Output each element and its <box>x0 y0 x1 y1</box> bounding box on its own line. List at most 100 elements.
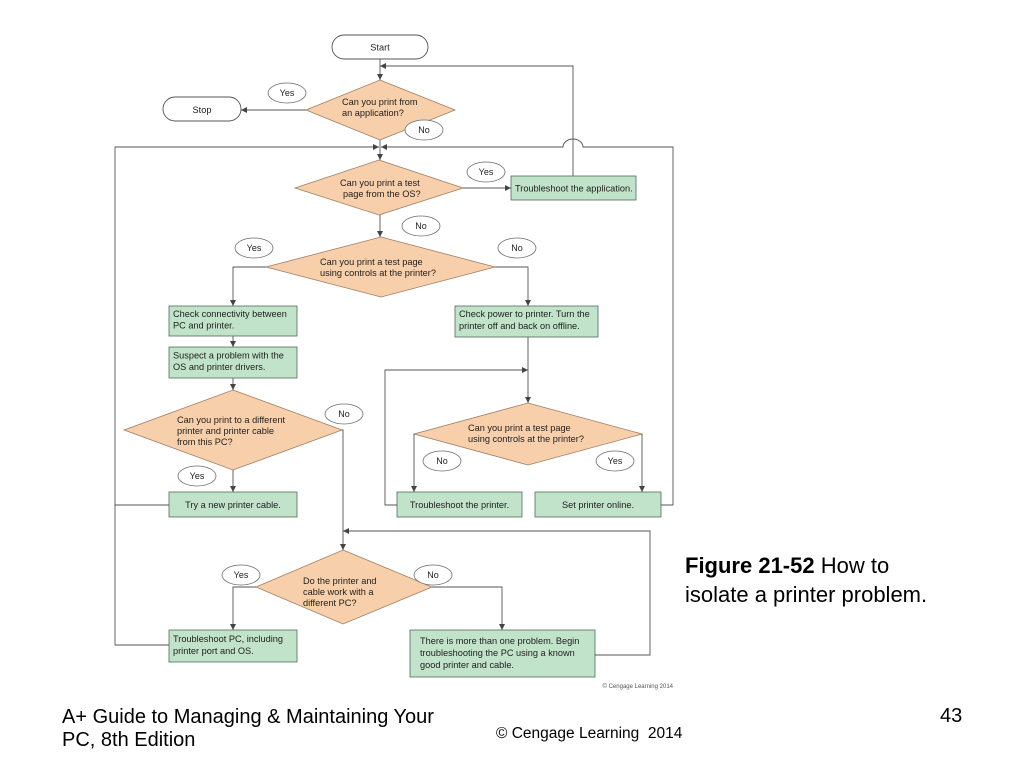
label-oval <box>595 450 635 472</box>
connectors <box>114 59 674 656</box>
action-try-new-cable: Try a new printer cable. <box>168 491 298 518</box>
decision-text-line: Can you print a test page <box>320 257 423 267</box>
branch-label-yes: Yes <box>466 161 506 183</box>
branch-label-no: No <box>497 237 537 259</box>
label-text: No <box>427 570 439 580</box>
action-box <box>168 491 298 518</box>
footer-copyright: © Cengage Learning 2014 <box>496 725 683 742</box>
branch-label-yes: Yes <box>234 237 274 259</box>
action-text-line: PC and printer. <box>173 321 234 331</box>
decision-shape <box>293 159 465 216</box>
label-text: Yes <box>190 471 205 481</box>
connector-right-return-loop <box>381 138 674 506</box>
label-oval <box>404 119 444 141</box>
footer-book-title: A+ Guide to Managing & Maintaining Your … <box>62 706 434 751</box>
action-text-line: There is more than one problem. Begin <box>420 636 579 646</box>
decision-test-page-printer-controls: Can you print a test page using controls… <box>264 236 497 298</box>
slide-page-number: 43 <box>940 705 963 727</box>
action-box <box>510 175 637 201</box>
action-text-line: troubleshooting the PC using a known <box>420 648 575 658</box>
action-text-line: Troubleshoot the application. <box>515 184 633 194</box>
stop-terminal: Stop <box>162 96 242 122</box>
branch-label-yes: Yes <box>177 465 217 487</box>
connector-q6-no-to-more-problems <box>432 586 505 630</box>
label-oval <box>413 564 453 586</box>
decision-text-line: Can you print a test <box>340 178 420 188</box>
action-text-line: Troubleshoot the printer. <box>410 500 509 510</box>
action-troubleshoot-printer: Troubleshoot the printer. <box>396 491 523 518</box>
branch-labels: Yes No Yes No Yes No No Yes <box>177 82 635 586</box>
label-oval <box>466 161 506 183</box>
label-oval <box>267 82 307 104</box>
start-label: Start <box>370 43 390 53</box>
decision-text-line: page from the OS? <box>343 189 421 199</box>
decision-different-printer-and-cable: Can you print to a different printer and… <box>122 389 344 471</box>
action-box <box>454 305 599 338</box>
action-text-line: Set printer online. <box>562 500 634 510</box>
label-text: Yes <box>479 167 494 177</box>
decision-text-line: from this PC? <box>177 437 233 447</box>
decision-text-line: printer and printer cable <box>177 426 274 436</box>
action-text-line: printer port and OS. <box>173 646 254 656</box>
decision-text-line: Do the printer and <box>303 576 377 586</box>
label-text: Yes <box>280 88 295 98</box>
connector-q3-no-to-check-power <box>495 266 531 306</box>
action-box <box>396 491 523 518</box>
label-text: No <box>338 409 350 419</box>
start-terminal: Start <box>331 34 429 60</box>
decision-text-line: Can you print a test page <box>468 423 571 433</box>
action-box <box>534 491 662 518</box>
figure-description: How to isolate a printer problem. <box>685 553 928 607</box>
action-text-line: printer off and back on offline. <box>459 321 580 331</box>
action-text-line: Check power to printer. Turn the <box>459 309 590 319</box>
label-oval <box>234 237 274 259</box>
action-troubleshoot-application: Troubleshoot the application. <box>510 175 637 201</box>
printer-troubleshooting-flowchart: Start Stop Can you print from an applica… <box>114 34 674 690</box>
label-text: No <box>511 243 523 253</box>
decision-works-with-different-pc: Do the printer and cable work with a dif… <box>254 549 434 625</box>
stop-label: Stop <box>193 105 212 115</box>
decision-test-page-after-power: Can you print a test page using controls… <box>412 402 644 466</box>
figure-label: Figure 21-52 <box>685 553 815 578</box>
label-oval <box>177 465 217 487</box>
action-text-line: Try a new printer cable. <box>185 500 281 510</box>
connector-more-problems-return <box>343 528 651 656</box>
label-text: No <box>436 456 448 466</box>
action-text-line: Check connectivity between <box>173 309 287 319</box>
branch-label-yes: Yes <box>221 564 261 586</box>
branch-label-no: No <box>404 119 444 141</box>
branch-label-yes: Yes <box>595 450 635 472</box>
label-oval <box>401 215 441 237</box>
action-text-line: OS and printer drivers. <box>173 362 265 372</box>
action-text-line: Suspect a problem with the <box>173 351 284 361</box>
label-text: Yes <box>608 456 623 466</box>
action-box <box>168 346 298 379</box>
label-oval <box>497 237 537 259</box>
label-text: Yes <box>247 243 262 253</box>
decision-text-line: cable work with a <box>303 587 374 597</box>
branch-label-no: No <box>422 450 462 472</box>
label-text: No <box>418 125 430 135</box>
label-text: No <box>415 221 427 231</box>
action-troubleshoot-pc: Troubleshoot PC, including printer port … <box>168 629 298 663</box>
action-check-power: Check power to printer. Turn the printer… <box>454 305 599 338</box>
connector-q6-yes-to-troubleshoot-pc <box>230 586 256 630</box>
label-oval <box>221 564 261 586</box>
decision-text-line: using controls at the printer? <box>468 434 584 444</box>
decision-test-page-from-os: Can you print a test page from the OS? <box>293 159 465 216</box>
branch-label-no: No <box>413 564 453 586</box>
action-text-line: Troubleshoot PC, including <box>173 634 283 644</box>
figure-caption: Figure 21-52 How to isolate a printer pr… <box>685 551 940 609</box>
connector-left-return-loop <box>114 144 379 646</box>
decision-text-line: different PC? <box>303 598 356 608</box>
decision-text-line: an application? <box>342 108 404 118</box>
action-box <box>409 629 596 678</box>
decision-shape <box>264 236 497 298</box>
decision-text-line: Can you print from <box>342 97 418 107</box>
connector-q3-yes-to-check-connectivity <box>230 266 266 306</box>
action-text-line: good printer and cable. <box>420 660 514 670</box>
action-more-than-one-problem: There is more than one problem. Begin tr… <box>409 629 596 678</box>
label-oval <box>422 450 462 472</box>
connector-troubleshoot-printer-return <box>384 367 528 506</box>
action-check-connectivity: Check connectivity between PC and printe… <box>168 305 298 337</box>
